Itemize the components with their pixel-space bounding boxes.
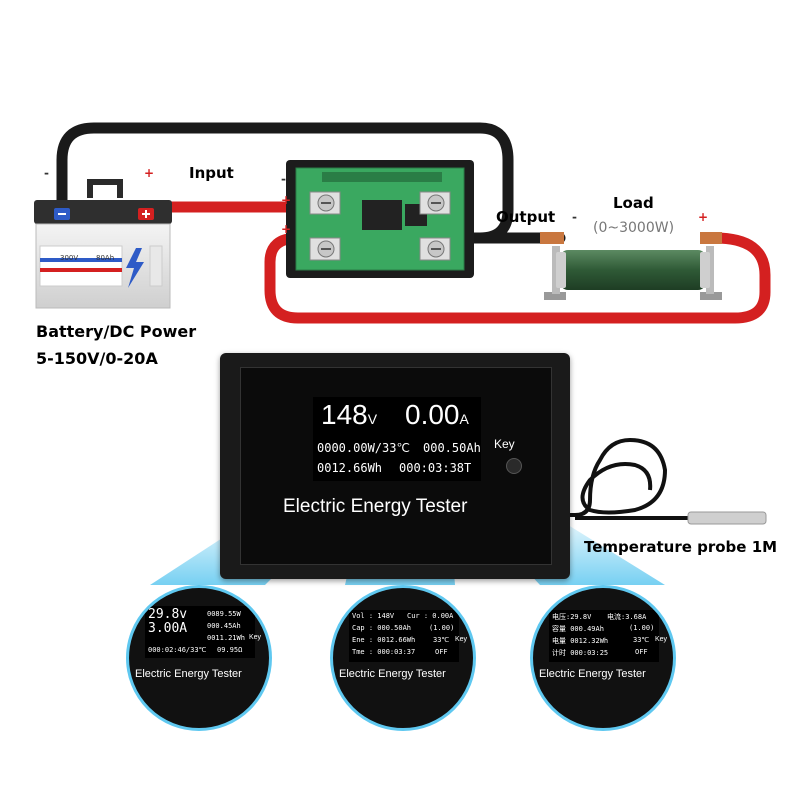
zoom-2-key: Key	[455, 636, 468, 643]
zoom-view-1-screen: 29.8v 0089.55W 3.00A 000.45Ah 0011.21Wh …	[145, 606, 255, 658]
zoom-1-power: 0089.55W	[207, 610, 241, 618]
battery-icon	[34, 179, 172, 309]
zoom-2-voltage: Vol : 148V	[352, 612, 395, 620]
capacity-readout: 000.50Ah	[423, 441, 481, 455]
zoom-2-energy: Ene : 0012.66Wh	[352, 636, 416, 644]
zoom-3-ratio: (1.00)	[629, 624, 655, 632]
battery-spec-label: 5-150V/0-20A	[36, 349, 158, 368]
key-label: Key	[494, 437, 515, 451]
meter-board-icon	[286, 160, 474, 278]
zoom-3-title: Electric Energy Tester	[539, 668, 646, 680]
battery-plus-sign: +	[144, 166, 155, 180]
zoom-3-key: Key	[655, 636, 668, 643]
probe-label: Temperature probe 1M	[584, 538, 778, 556]
zoom-2-title: Electric Energy Tester	[339, 668, 446, 680]
red-wire-loop	[264, 232, 771, 324]
zoom-1-voltage: 29.8v	[148, 607, 188, 622]
black-wire-top	[56, 122, 514, 244]
zoom-view-3: 电压:29.8V 电流:3.68A 容量 000.49Ah (1.00) 电量 …	[530, 585, 676, 731]
wiring-diagram	[34, 122, 771, 324]
zoom-1-title: Electric Energy Tester	[135, 668, 242, 680]
zoom-1-energy: 0011.21Wh	[207, 634, 245, 642]
board-input-plus-sign: +	[281, 193, 292, 207]
zoom-2-status: OFF	[435, 648, 448, 656]
tester-title: Electric Energy Tester	[283, 496, 468, 517]
zoom-3-timer: 计时 000:03:25	[552, 649, 609, 657]
probe-tip	[687, 511, 767, 525]
current-value: 0.00	[405, 399, 460, 430]
zoom-1-capacity: 000.45Ah	[207, 622, 241, 630]
board-minus-sign: -	[281, 172, 286, 186]
zoom-2-ratio: (1.00)	[429, 624, 455, 632]
energy-readout: 0012.66Wh	[317, 461, 383, 475]
zoom-2-timer: Tme : 000:03:37	[352, 648, 416, 656]
board-output-plus-sign: +	[281, 222, 292, 236]
copper-tip	[540, 232, 564, 244]
zoom-view-2: Vol : 148V Cur : 0.00A Cap : 000.50Ah (1…	[330, 585, 476, 731]
zoom-2-current: Cur : 0.00A	[407, 612, 454, 620]
output-minus-sign: -	[572, 210, 577, 224]
zoom-3-energy: 电量 0012.32Wh	[552, 637, 609, 645]
load-range-label: (0~3000W)	[593, 220, 675, 236]
output-label: Output	[496, 208, 556, 226]
main-lcd-screen: 148V 0.00A 0000.00W/33℃ 000.50Ah 0012.66…	[313, 397, 481, 481]
voltage-value: 148	[321, 399, 368, 430]
load-label: Load	[613, 194, 654, 212]
zoom-view-1: 29.8v 0089.55W 3.00A 000.45Ah 0011.21Wh …	[126, 585, 272, 731]
zoom-view-3-screen: 电压:29.8V 电流:3.68A 容量 000.49Ah (1.00) 电量 …	[549, 610, 659, 662]
voltage-unit: V	[367, 411, 378, 427]
power-temp-readout: 0000.00W/33℃	[317, 441, 410, 455]
load-resistor-icon	[544, 246, 722, 300]
battery-label: Battery/DC Power	[36, 322, 197, 341]
battery-voltage-text: 300V	[60, 254, 79, 262]
input-label: Input	[189, 164, 234, 182]
key-button[interactable]	[506, 458, 522, 474]
load-plus-sign: +	[698, 210, 709, 224]
zoom-3-current: 电流:3.68A	[607, 613, 647, 621]
zoom-2-temp: 33℃	[433, 636, 450, 644]
zoom-1-timer: 000:02:46/33℃	[148, 646, 207, 654]
zoom-2-capacity: Cap : 000.50Ah	[352, 624, 412, 632]
copper-tip	[700, 232, 722, 244]
current-unit: A	[459, 411, 469, 427]
zoom-3-temp: 33℃	[633, 636, 650, 644]
zoom-1-key: Key	[249, 634, 262, 641]
zoom-3-capacity: 容量 000.49Ah	[552, 625, 604, 633]
zoom-3-voltage: 电压:29.8V	[552, 613, 592, 621]
timer-readout: 000:03:38T	[399, 461, 472, 475]
zoom-view-2-screen: Vol : 148V Cur : 0.00A Cap : 000.50Ah (1…	[349, 610, 459, 662]
battery-minus-sign: -	[44, 166, 49, 180]
probe-cable	[565, 437, 668, 517]
zoom-1-resistance: 09.95Ω	[217, 646, 243, 654]
zoom-1-current: 3.00A	[148, 621, 188, 636]
battery-capacity-text: 80Ah	[96, 254, 115, 262]
zoom-3-status: OFF	[635, 648, 648, 656]
